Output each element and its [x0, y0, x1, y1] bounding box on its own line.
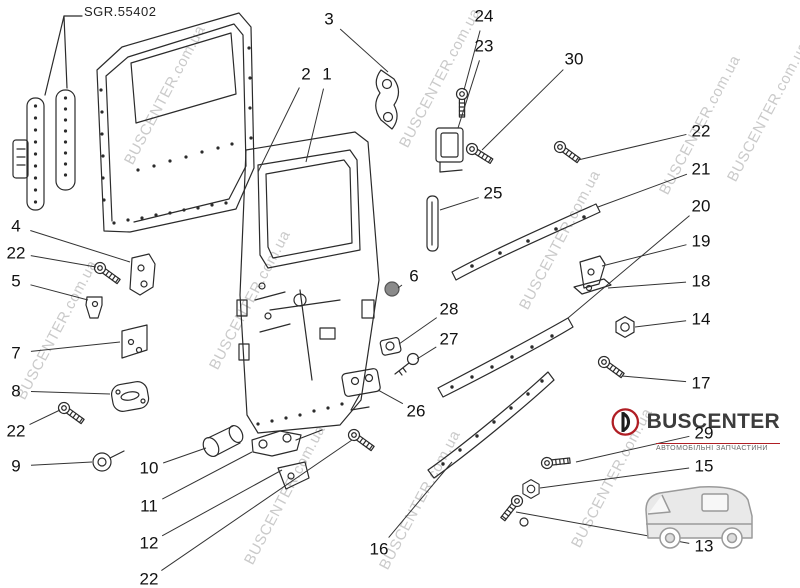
callout-9: 9 — [11, 456, 21, 476]
callout-22: 22 — [6, 243, 26, 263]
callout-16: 16 — [369, 539, 389, 559]
callout-22: 22 — [139, 569, 159, 588]
callout-14: 14 — [691, 309, 711, 329]
callout-24: 24 — [474, 6, 494, 26]
callout-28: 28 — [439, 299, 459, 319]
callout-26: 26 — [406, 401, 426, 421]
callout-8: 8 — [11, 381, 21, 401]
callout-13: 13 — [694, 536, 714, 556]
callout-23: 23 — [474, 36, 494, 56]
callout-19: 19 — [691, 231, 711, 251]
brand-name: BUSCENTER — [646, 410, 780, 433]
van-illustration — [645, 486, 753, 549]
callout-27: 27 — [439, 329, 459, 349]
callout-30: 30 — [564, 49, 584, 69]
callout-2: 2 — [301, 64, 311, 84]
callout-7: 7 — [11, 343, 21, 363]
brand-area: BUSCENTER АВТОМОБІЛЬНІ ЗАПЧАСТИНИ — [610, 402, 780, 452]
callout-1: 1 — [322, 64, 332, 84]
callout-15: 15 — [694, 456, 714, 476]
diagram-code: SGR.55402 — [84, 4, 157, 19]
callout-17: 17 — [691, 373, 711, 393]
callout-22: 22 — [6, 421, 26, 441]
callout-21: 21 — [691, 159, 711, 179]
callout-4: 4 — [11, 216, 21, 236]
callout-10: 10 — [139, 458, 159, 478]
callout-20: 20 — [691, 196, 711, 216]
brand-tagline: АВТОМОБІЛЬНІ ЗАПЧАСТИНИ — [656, 443, 780, 452]
callout-22: 22 — [691, 121, 711, 141]
callout-29: 29 — [694, 423, 714, 443]
callout-3: 3 — [324, 9, 334, 29]
callout-5: 5 — [11, 271, 21, 291]
callout-6: 6 — [409, 266, 419, 286]
callout-12: 12 — [139, 533, 159, 553]
callout-11: 11 — [140, 496, 158, 516]
callout-18: 18 — [691, 271, 711, 291]
callout-25: 25 — [483, 183, 503, 203]
buscenter-logo-icon — [611, 408, 640, 436]
